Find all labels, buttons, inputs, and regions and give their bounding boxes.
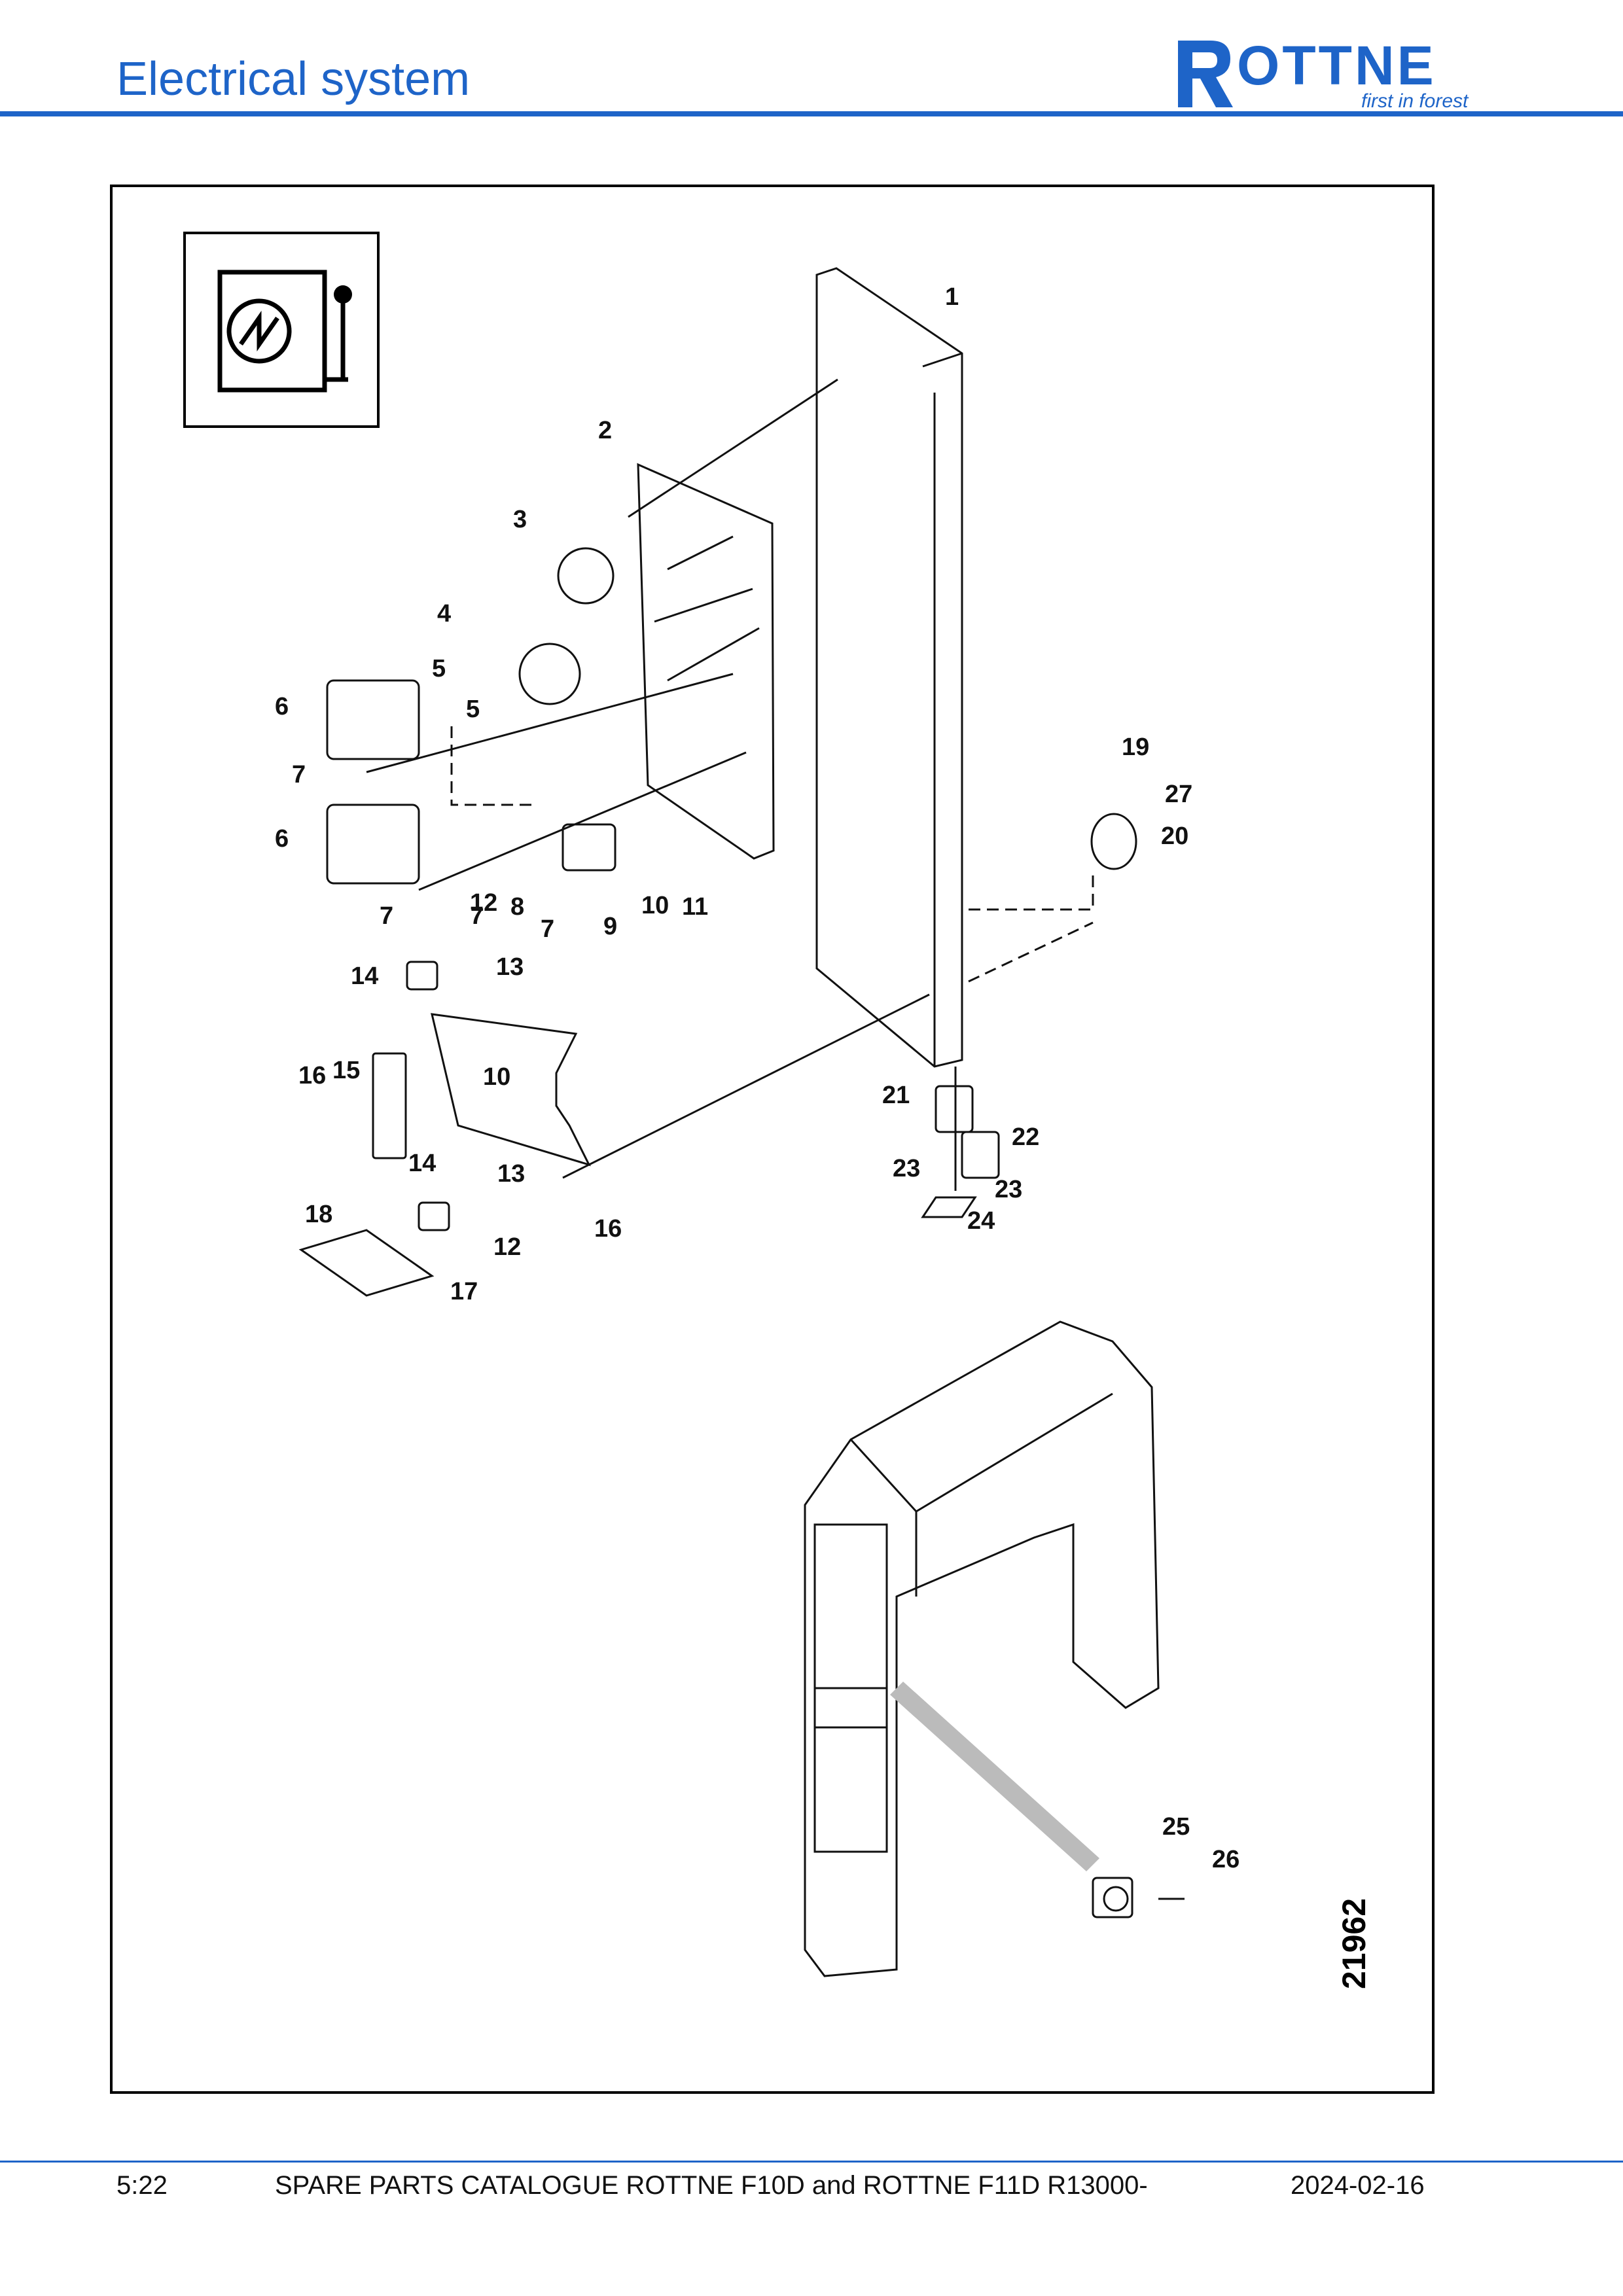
callout-14: 14 [351, 963, 378, 990]
callout-21: 21 [882, 1082, 910, 1109]
fuse-panel [813, 1687, 888, 1853]
mounting-plate [637, 463, 775, 860]
rottne-r-mark-icon [1178, 41, 1233, 107]
callout-24: 24 [967, 1207, 995, 1235]
page-number: 5:22 [116, 2171, 168, 2200]
header-rule [0, 111, 1623, 116]
callout-1: 1 [945, 283, 959, 311]
illustration-frame [110, 185, 1435, 2094]
relay-14-upper [406, 961, 438, 991]
callout-7: 7 [292, 761, 306, 788]
callout-17: 17 [450, 1278, 478, 1305]
callout-3: 3 [513, 506, 527, 533]
callout-27: 27 [1165, 781, 1192, 808]
callout-4: 4 [437, 600, 451, 627]
catalogue-date: 2024-02-16 [1291, 2171, 1425, 2200]
callout-6: 6 [275, 693, 289, 720]
plate-24 [921, 1196, 977, 1218]
battery-switch-lower [518, 643, 581, 705]
drawing-number: 21962 [1336, 1898, 1372, 1989]
catalogue-title: SPARE PARTS CATALOGUE ROTTNE F10D and RO… [275, 2171, 1148, 2200]
side-panel [815, 267, 963, 1068]
relay-9 [562, 823, 616, 872]
relay-14-lower [418, 1201, 450, 1231]
cab-frame [804, 1320, 1160, 1977]
electrical-cabinet [813, 1523, 888, 1729]
callout-10: 10 [483, 1063, 510, 1091]
electrical-symbol-icon [217, 270, 352, 393]
callout-7: 7 [541, 915, 554, 943]
callout-5: 5 [432, 655, 446, 682]
logo-wordmark: OTTNE [1237, 35, 1436, 96]
callout-11: 11 [682, 893, 708, 921]
callout-25: 25 [1162, 1813, 1190, 1841]
circuit-breaker-lower [326, 804, 420, 885]
callout-7: 7 [470, 902, 484, 930]
clamp-21 [935, 1085, 974, 1133]
location-pointer [890, 1682, 1099, 1871]
callout-8: 8 [510, 893, 524, 921]
callout-2: 2 [598, 417, 612, 444]
callout-19: 19 [1122, 733, 1149, 761]
callout-20: 20 [1161, 822, 1188, 850]
callout-10: 10 [641, 892, 669, 919]
callout-16: 16 [594, 1215, 622, 1243]
clamp-22 [961, 1131, 1000, 1179]
electrical-system-symbol [183, 232, 380, 428]
callout-12: 12 [493, 1233, 521, 1261]
callout-15: 15 [332, 1057, 360, 1084]
horn-20 [1090, 813, 1137, 870]
circuit-breaker-upper [326, 679, 420, 760]
callout-7: 7 [380, 902, 393, 930]
callout-13: 13 [497, 1160, 525, 1188]
callout-5: 5 [466, 696, 480, 723]
logo-tagline: first in forest [1361, 90, 1469, 112]
callout-16: 16 [298, 1062, 326, 1089]
callout-12: 12 [470, 889, 497, 917]
callout-13: 13 [496, 953, 524, 981]
label-plate-18 [298, 1229, 435, 1297]
callout-18: 18 [305, 1201, 332, 1228]
callout-9: 9 [603, 913, 617, 940]
callout-14: 14 [408, 1150, 436, 1177]
callout-23: 23 [893, 1155, 920, 1182]
fuse-holder-15 [372, 1052, 407, 1159]
callout-26: 26 [1212, 1846, 1240, 1873]
battery-switch-upper [557, 547, 615, 605]
callout-22: 22 [1012, 1123, 1039, 1151]
callout-23: 23 [995, 1176, 1022, 1203]
relay-bracket [431, 1013, 591, 1167]
page-title: Electrical system [116, 53, 471, 105]
footer-rule [0, 2161, 1623, 2163]
connector-25 [1092, 1877, 1133, 1918]
callout-6: 6 [275, 825, 289, 853]
rottne-logo: OTTNE first in forest [1171, 34, 1512, 112]
